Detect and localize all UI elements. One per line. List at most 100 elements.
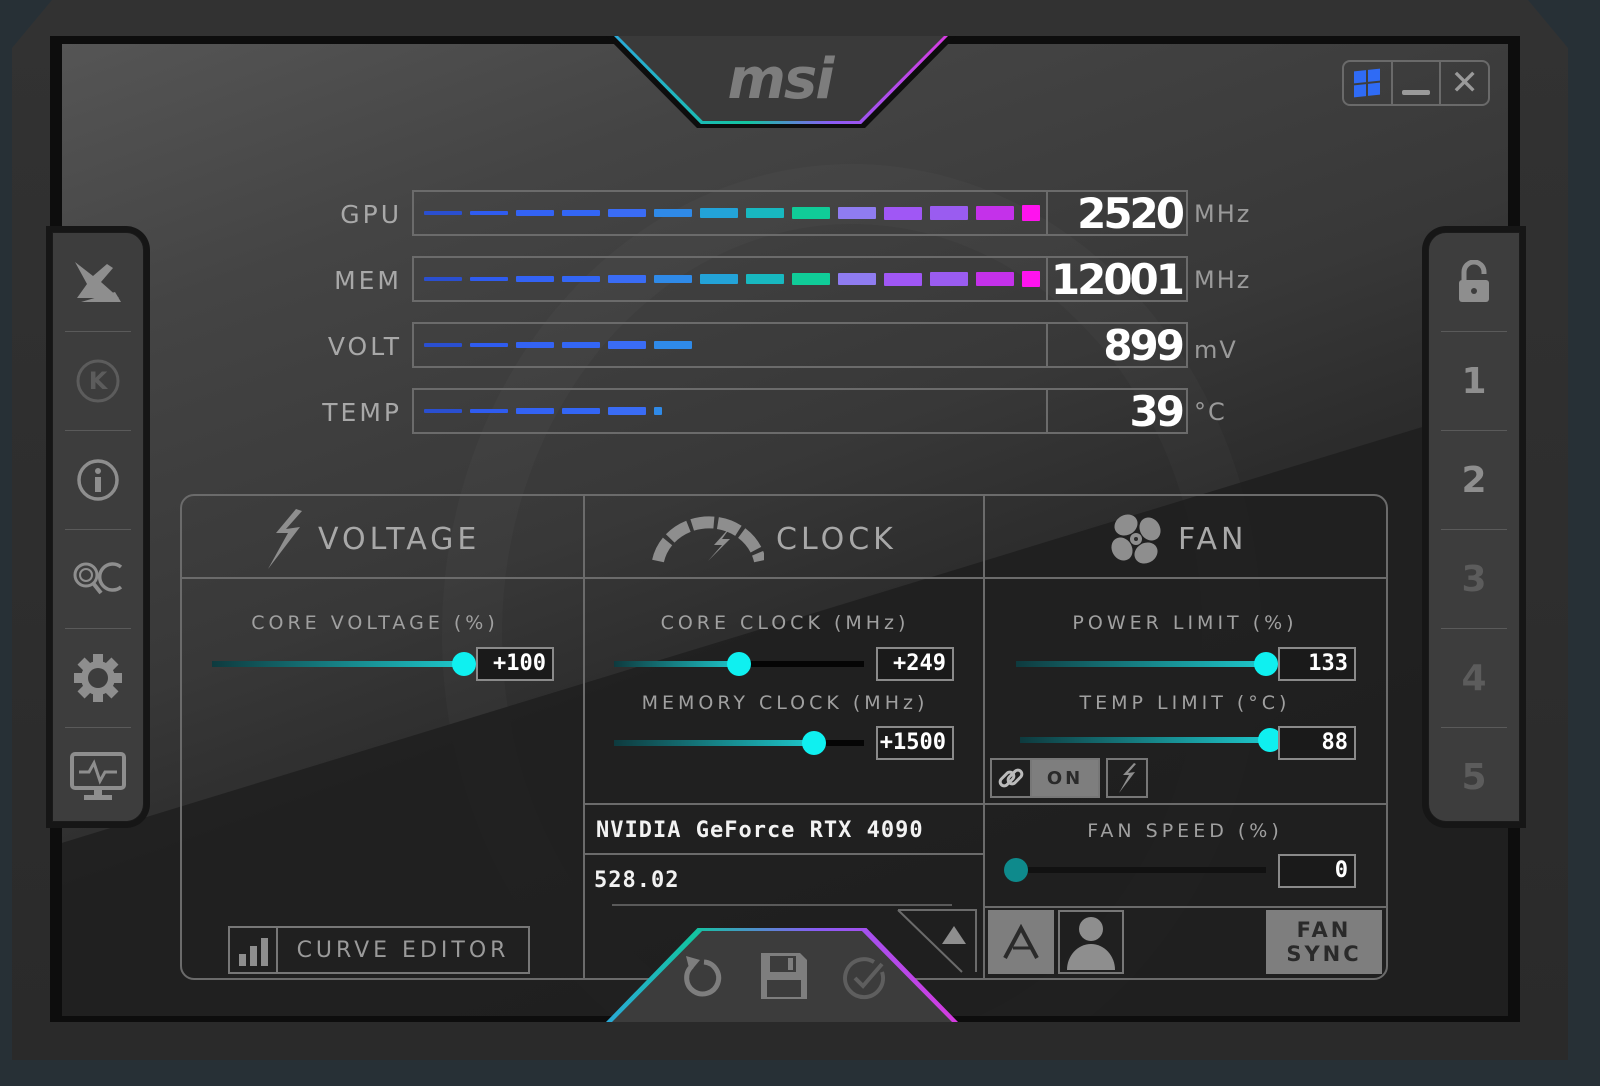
clock-title-text: CLOCK bbox=[776, 521, 897, 557]
fan-sync-button[interactable]: FAN SYNC bbox=[1266, 910, 1382, 974]
fan-speed-value[interactable]: 0 bbox=[1278, 854, 1356, 888]
sidebar-item-kombustor[interactable]: K bbox=[65, 332, 131, 431]
memory-clock-slider[interactable] bbox=[614, 731, 864, 755]
slider-thumb[interactable] bbox=[802, 731, 826, 755]
profile-lock-button[interactable] bbox=[1441, 233, 1507, 332]
bar-segment bbox=[1022, 271, 1040, 287]
slider-thumb[interactable] bbox=[727, 652, 751, 676]
msi-logo: msi bbox=[727, 47, 835, 112]
svg-text:K: K bbox=[89, 367, 109, 395]
sidebar-item-info[interactable] bbox=[65, 431, 131, 530]
bar-segment bbox=[516, 210, 554, 216]
temp-unit: °C bbox=[1194, 398, 1227, 426]
core-clock-value[interactable]: +249 bbox=[876, 647, 954, 681]
bar-segment bbox=[884, 272, 922, 286]
windows-logo-button[interactable] bbox=[1344, 62, 1393, 104]
bar-segment bbox=[654, 340, 692, 350]
check-circle-icon bbox=[843, 957, 886, 1000]
save-button[interactable] bbox=[758, 950, 810, 1007]
core-voltage-slider[interactable] bbox=[212, 652, 476, 676]
window-controls: ✕ bbox=[1342, 60, 1490, 106]
bottom-action-outline bbox=[612, 904, 952, 986]
auto-icon bbox=[1003, 924, 1039, 959]
expand-button[interactable] bbox=[896, 908, 978, 974]
floppy-save-icon bbox=[761, 953, 807, 999]
profile-5-button[interactable]: 5 bbox=[1441, 728, 1507, 826]
k-circle-icon: K bbox=[76, 359, 120, 403]
mem-clock-label: MEM bbox=[334, 266, 402, 295]
bar-segment bbox=[792, 273, 830, 285]
bar-segment bbox=[884, 206, 922, 220]
link-toggle[interactable]: ON bbox=[990, 758, 1100, 798]
close-button[interactable]: ✕ bbox=[1441, 62, 1488, 104]
bar-chart-icon bbox=[230, 928, 278, 972]
mem-clock-value: 12001 bbox=[1048, 256, 1188, 302]
profile-3-button[interactable]: 3 bbox=[1441, 530, 1507, 629]
divider bbox=[585, 853, 983, 855]
clock-section-title: CLOCK bbox=[652, 506, 897, 572]
bar-segment bbox=[562, 275, 600, 283]
core-voltage-label: CORE VOLTAGE (%) bbox=[251, 612, 499, 634]
jet-icon bbox=[75, 262, 121, 302]
power-limit-value[interactable]: 133 bbox=[1278, 647, 1356, 681]
bar-segment bbox=[470, 276, 508, 282]
voltage-value: 899 bbox=[1048, 322, 1188, 368]
sidebar-item-oc-scanner[interactable] bbox=[65, 530, 131, 629]
gpu-name: NVIDIA GeForce RTX 4090 bbox=[596, 818, 924, 843]
triangle-up-icon bbox=[897, 909, 977, 973]
apply-button[interactable] bbox=[842, 956, 888, 1007]
core-voltage-value[interactable]: +100 bbox=[476, 647, 554, 681]
bar-segment bbox=[516, 276, 554, 282]
reset-icon bbox=[684, 956, 722, 997]
lightning-icon bbox=[268, 509, 302, 569]
bar-segment bbox=[470, 210, 508, 216]
speedometer-icon bbox=[652, 516, 764, 563]
fan-sync-line2: SYNC bbox=[1286, 942, 1362, 966]
temp-limit-slider[interactable] bbox=[1020, 728, 1282, 752]
memory-clock-value[interactable]: +1500 bbox=[876, 726, 954, 760]
minimize-button[interactable] bbox=[1393, 62, 1442, 104]
auto-fan-button[interactable] bbox=[988, 910, 1054, 974]
curve-editor-button[interactable]: CURVE EDITOR bbox=[228, 926, 530, 974]
bar-segment bbox=[654, 208, 692, 218]
bar-segment bbox=[608, 341, 646, 349]
limit-link-group: ON bbox=[990, 758, 1148, 798]
sidebar-item-monitoring[interactable] bbox=[65, 728, 131, 826]
temp-limit-value[interactable]: 88 bbox=[1278, 726, 1356, 760]
profile-4-button[interactable]: 4 bbox=[1441, 629, 1507, 728]
voltage-unit: mV bbox=[1194, 336, 1238, 364]
sidebar-item-oc-scanner-jet[interactable] bbox=[65, 233, 131, 332]
power-limit-slider[interactable] bbox=[1016, 652, 1278, 676]
voltage-section-title: VOLTAGE bbox=[262, 506, 480, 572]
bar-segment bbox=[700, 274, 738, 284]
slider-thumb[interactable] bbox=[452, 652, 476, 676]
user-icon bbox=[1067, 917, 1115, 970]
gpu-clock-label: GPU bbox=[340, 200, 402, 229]
slider-fill bbox=[212, 661, 464, 667]
bar-segment bbox=[746, 207, 784, 219]
temp-value: 39 bbox=[1048, 388, 1188, 434]
profile-2-button[interactable]: 2 bbox=[1441, 431, 1507, 530]
fan-speed-slider[interactable] bbox=[1004, 858, 1266, 882]
bar-segment bbox=[470, 342, 508, 348]
profile-2-label: 2 bbox=[1461, 459, 1487, 501]
slider-thumb[interactable] bbox=[1004, 858, 1028, 882]
fan-icon bbox=[1111, 514, 1161, 564]
bar-segment bbox=[424, 343, 462, 347]
slider-thumb[interactable] bbox=[1254, 652, 1278, 676]
temp-limit-label: TEMP LIMIT (°C) bbox=[1079, 692, 1291, 714]
bar-segment bbox=[930, 206, 968, 220]
user-fan-curve-button[interactable] bbox=[1058, 910, 1124, 974]
sidebar-item-settings[interactable] bbox=[65, 629, 131, 728]
core-clock-slider[interactable] bbox=[614, 652, 864, 676]
windows-logo-icon bbox=[1354, 68, 1381, 98]
bar-segment bbox=[608, 407, 646, 415]
power-limit-label: POWER LIMIT (%) bbox=[1072, 612, 1298, 634]
priority-button[interactable] bbox=[1106, 758, 1148, 798]
profile-1-button[interactable]: 1 bbox=[1441, 332, 1507, 431]
reset-button[interactable] bbox=[678, 952, 724, 1005]
oc-search-icon bbox=[73, 562, 123, 595]
divider bbox=[182, 577, 1386, 579]
bar-segment bbox=[976, 205, 1014, 221]
memory-clock-label: MEMORY CLOCK (MHz) bbox=[641, 692, 929, 714]
